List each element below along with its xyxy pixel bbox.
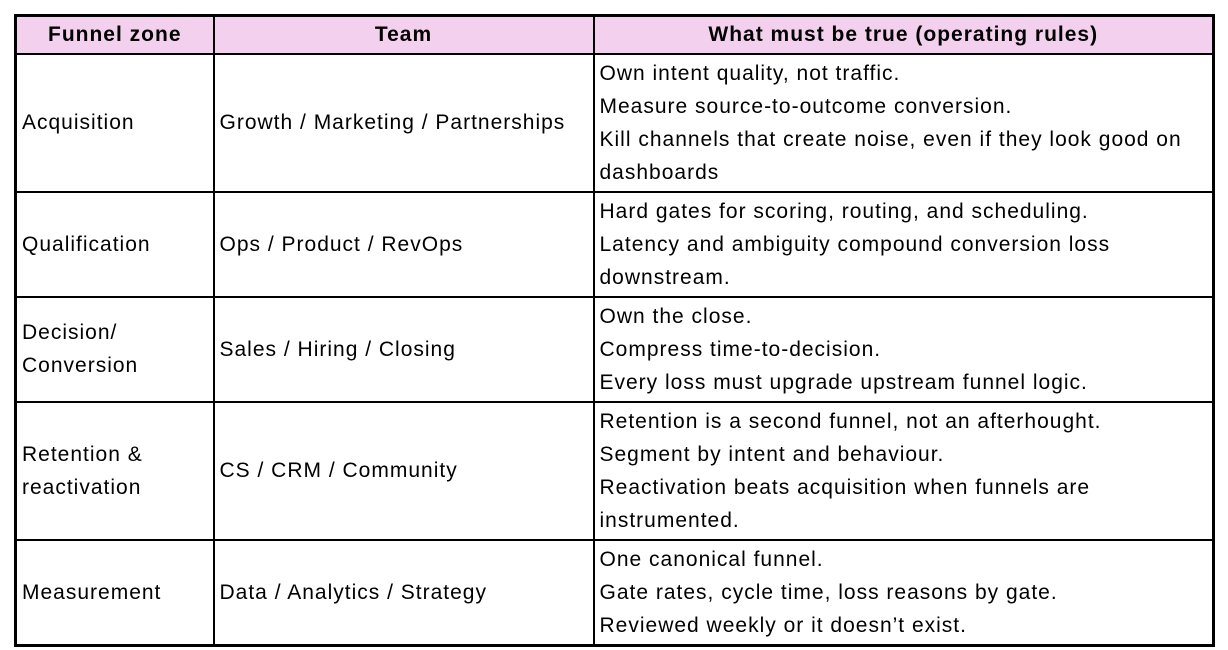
team-cell: Growth / Marketing / Partnerships (212, 52, 595, 193)
rule-line: Own the close. (599, 304, 753, 328)
funnel-zones-table: Funnel zone Team What must be true (oper… (14, 14, 1215, 647)
rules-cell: Hard gates for scoring, routing, and sch… (592, 190, 1215, 298)
rule-line: Segment by intent and behaviour. (599, 442, 945, 466)
rules-cell: Own intent quality, not traffic. Measure… (592, 52, 1215, 193)
table-row-decision-conversion: Decision/ Conversion Sales / Hiring / Cl… (14, 295, 1215, 403)
zone-cell: Decision/ Conversion (14, 295, 215, 403)
rules-cell: Own the close. Compress time-to-decision… (592, 295, 1215, 403)
rules-cell: One canonical funnel. Gate rates, cycle … (592, 538, 1215, 646)
rule-line: Retention is a second funnel, not an aft… (599, 409, 1102, 433)
zone-cell: Retention & reactivation (14, 400, 215, 541)
zone-cell: Qualification (14, 190, 215, 298)
col-header-operating-rules: What must be true (operating rules) (592, 14, 1215, 55)
rule-line: Every loss must upgrade upstream funnel … (599, 370, 1088, 394)
team-cell: Sales / Hiring / Closing (212, 295, 595, 403)
team-cell: Ops / Product / RevOps (212, 190, 595, 298)
team-cell: CS / CRM / Community (212, 400, 595, 541)
col-header-funnel-zone: Funnel zone (14, 14, 215, 55)
col-header-team: Team (212, 14, 595, 55)
rule-line: Latency and ambiguity compound conversio… (599, 232, 1111, 289)
rule-line: Reactivation beats acquisition when funn… (599, 475, 1091, 532)
rule-line: Hard gates for scoring, routing, and sch… (599, 199, 1089, 223)
header-row: Funnel zone Team What must be true (oper… (14, 14, 1215, 55)
table-row-acquisition: Acquisition Growth / Marketing / Partner… (14, 52, 1215, 193)
rule-line: Kill channels that create noise, even if… (599, 127, 1182, 184)
zone-cell: Acquisition (14, 52, 215, 193)
rules-cell: Retention is a second funnel, not an aft… (592, 400, 1215, 541)
rule-line: One canonical funnel. (599, 547, 824, 571)
table-row-retention-reactivation: Retention & reactivation CS / CRM / Comm… (14, 400, 1215, 541)
rule-line: Own intent quality, not traffic. (599, 61, 901, 85)
table-row-measurement: Measurement Data / Analytics / Strategy … (14, 538, 1215, 646)
table-row-qualification: Qualification Ops / Product / RevOps Har… (14, 190, 1215, 298)
zone-cell: Measurement (14, 538, 215, 646)
rule-line: Gate rates, cycle time, loss reasons by … (599, 580, 1058, 604)
rule-line: Reviewed weekly or it doesn’t exist. (599, 613, 967, 637)
team-cell: Data / Analytics / Strategy (212, 538, 595, 646)
rule-line: Measure source-to-outcome conversion. (599, 94, 1013, 118)
rule-line: Compress time-to-decision. (599, 337, 882, 361)
